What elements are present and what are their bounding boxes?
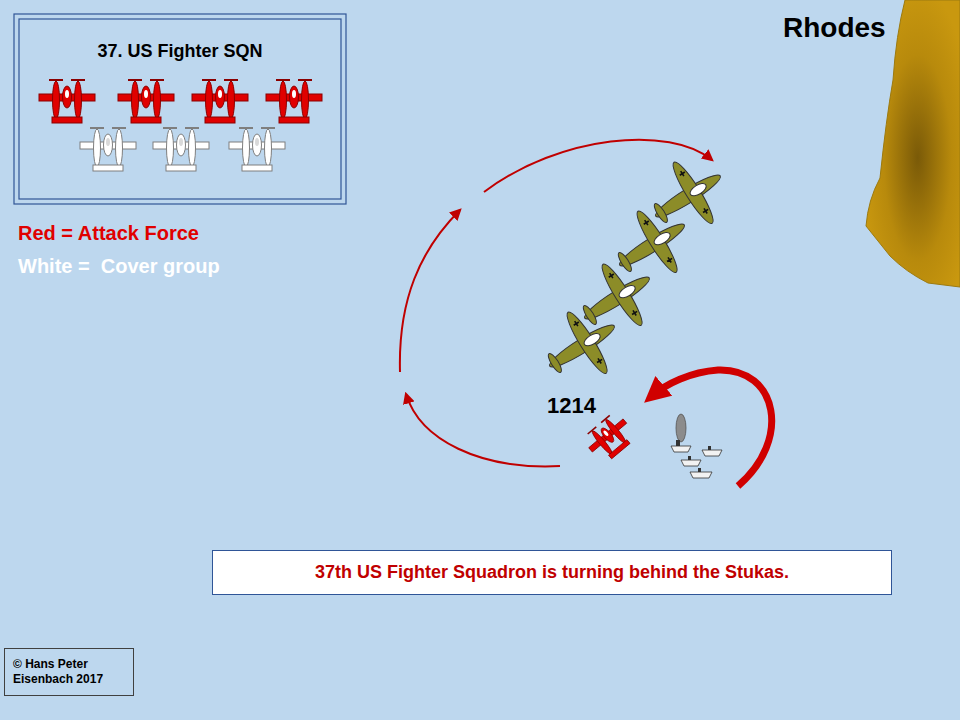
legend-red-text: Red = Attack Force bbox=[18, 222, 199, 245]
squadron-title: 37. US Fighter SQN bbox=[14, 40, 346, 63]
time-label: 1214 bbox=[547, 393, 596, 419]
stuka-formation bbox=[531, 145, 740, 396]
attack-arrow bbox=[652, 370, 772, 486]
lead-p38 bbox=[582, 410, 638, 465]
p38-icons bbox=[39, 80, 322, 171]
box-outer-border bbox=[14, 14, 346, 204]
copyright-text: © Hans Peter Eisenbach 2017 bbox=[13, 657, 125, 687]
ships bbox=[671, 414, 722, 478]
place-name: Rhodes bbox=[783, 12, 886, 44]
island bbox=[866, 0, 960, 287]
copyright-box: © Hans Peter Eisenbach 2017 bbox=[4, 648, 134, 696]
legend-white-text: White = Cover group bbox=[18, 255, 220, 278]
turn-path bbox=[400, 140, 712, 467]
caption-box: 37th US Fighter Squadron is turning behi… bbox=[212, 550, 892, 595]
caption-text: 37th US Fighter Squadron is turning behi… bbox=[223, 561, 881, 584]
squadron-box: 37. US Fighter SQN bbox=[14, 14, 346, 204]
